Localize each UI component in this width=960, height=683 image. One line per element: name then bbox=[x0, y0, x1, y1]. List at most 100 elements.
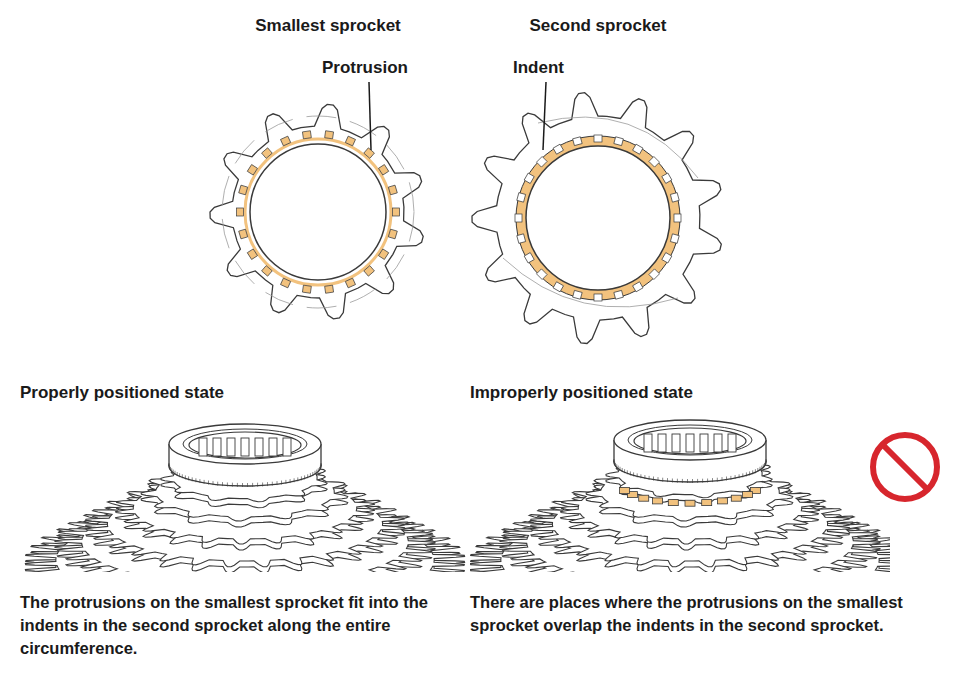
drawing-part bbox=[245, 139, 391, 285]
knurl bbox=[630, 471, 631, 475]
knurl bbox=[702, 479, 703, 483]
knurl bbox=[644, 475, 645, 479]
knurl bbox=[707, 479, 708, 483]
knurl bbox=[764, 463, 765, 467]
sprocket-top-views bbox=[210, 93, 721, 344]
prohibition-sign bbox=[873, 435, 937, 499]
indent bbox=[670, 234, 679, 244]
protrusion bbox=[378, 165, 388, 176]
drawing-part bbox=[169, 424, 321, 464]
knurl bbox=[615, 463, 616, 467]
knurl bbox=[185, 475, 186, 479]
protrusion bbox=[717, 498, 727, 504]
knurl bbox=[297, 477, 298, 481]
protrusion bbox=[302, 131, 311, 139]
indent bbox=[670, 193, 679, 203]
protrusion bbox=[345, 136, 355, 146]
protrusion bbox=[262, 148, 273, 159]
knurl bbox=[173, 470, 174, 474]
protrusion bbox=[325, 285, 334, 293]
indent bbox=[649, 269, 660, 280]
knurl bbox=[717, 478, 718, 482]
leader-line bbox=[369, 82, 371, 150]
knurl bbox=[252, 483, 253, 487]
protrusion bbox=[345, 278, 355, 288]
drawing-part bbox=[614, 420, 766, 460]
knurl bbox=[755, 469, 756, 473]
spline-slot bbox=[199, 438, 207, 456]
protrusion bbox=[388, 229, 397, 239]
spline-slot bbox=[672, 434, 680, 452]
knurl bbox=[763, 464, 764, 468]
protrusion bbox=[653, 498, 663, 504]
knurl bbox=[735, 475, 736, 479]
knurl bbox=[319, 467, 320, 471]
protrusion bbox=[239, 229, 248, 239]
knurl bbox=[177, 472, 178, 476]
spline-slot bbox=[700, 434, 708, 452]
knurl bbox=[620, 467, 621, 471]
protrusion bbox=[247, 165, 257, 176]
spline-slot bbox=[658, 434, 666, 452]
protrusion bbox=[364, 266, 375, 277]
indent bbox=[633, 144, 643, 154]
knurl bbox=[760, 467, 761, 471]
protrusion bbox=[239, 185, 248, 195]
indent bbox=[553, 144, 563, 154]
smallest-sprocket bbox=[210, 104, 423, 319]
knurl bbox=[616, 464, 617, 468]
knurl bbox=[726, 477, 727, 481]
protrusion bbox=[237, 208, 244, 216]
knurl bbox=[213, 481, 214, 485]
knurl bbox=[301, 476, 302, 480]
knurl bbox=[757, 468, 758, 472]
knurl bbox=[687, 479, 688, 483]
indent bbox=[649, 156, 660, 167]
knurl bbox=[712, 478, 713, 482]
indent bbox=[594, 135, 602, 142]
knurl bbox=[237, 483, 238, 487]
drawing-part bbox=[628, 425, 752, 455]
heading-label: Improperly positioned state bbox=[470, 381, 790, 404]
knurl bbox=[761, 466, 762, 470]
knurl bbox=[182, 474, 183, 478]
knurl bbox=[315, 471, 316, 475]
protrusion bbox=[247, 249, 257, 260]
drawing-part bbox=[183, 429, 307, 459]
knurl bbox=[682, 479, 683, 483]
protrusion bbox=[668, 500, 678, 506]
spline-slot bbox=[728, 434, 736, 452]
knurl bbox=[722, 477, 723, 481]
knurl bbox=[653, 477, 654, 481]
knurl bbox=[222, 482, 223, 486]
knurl bbox=[310, 473, 311, 477]
knurl bbox=[257, 483, 258, 487]
knurl bbox=[624, 469, 625, 473]
knurl bbox=[208, 481, 209, 485]
drawing-part bbox=[634, 428, 746, 454]
indent bbox=[515, 214, 522, 222]
indent bbox=[633, 282, 643, 292]
protrusion bbox=[743, 492, 753, 498]
knurl bbox=[267, 482, 268, 486]
indent bbox=[662, 173, 672, 183]
indent bbox=[573, 290, 583, 299]
knurl bbox=[730, 476, 731, 480]
protrusion bbox=[281, 278, 291, 288]
knurl bbox=[169, 463, 170, 467]
knurl bbox=[192, 477, 193, 481]
knurl bbox=[622, 468, 623, 472]
knurl bbox=[307, 474, 308, 478]
knurl bbox=[649, 476, 650, 480]
heading-label: Properly positioned state bbox=[20, 381, 320, 404]
indent bbox=[553, 282, 563, 292]
spline-slot bbox=[686, 434, 694, 452]
knurl bbox=[262, 483, 263, 487]
knurl bbox=[746, 472, 747, 476]
protrusion bbox=[325, 131, 334, 139]
knurl bbox=[742, 473, 743, 477]
drawing-part bbox=[222, 116, 414, 308]
knurl bbox=[170, 467, 171, 471]
knurl bbox=[199, 479, 200, 483]
